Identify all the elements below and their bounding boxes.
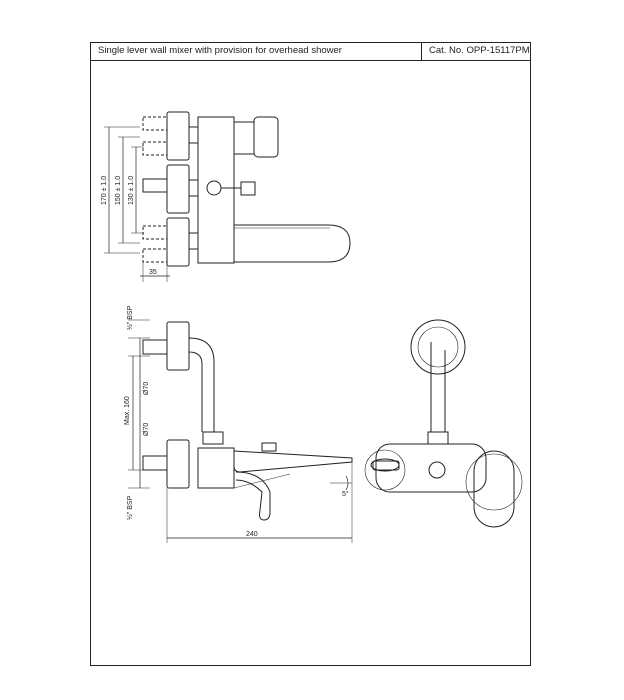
- angle-5-label: 5°: [342, 490, 349, 498]
- bsp-top-label: ½" BSP: [126, 305, 134, 330]
- dia70-bottom-label: Ø70: [143, 423, 150, 436]
- title-divider: [421, 43, 422, 60]
- side-view: ½" BSP Ø70 Max. 160 Ø70 ½" BSP 5° 240: [124, 305, 353, 543]
- title-block: Single lever wall mixer with provision f…: [91, 43, 530, 61]
- dim-240-label: 240: [246, 531, 258, 538]
- catalog-number: Cat. No. OPP-15117PM: [429, 45, 530, 56]
- dim-130-label: 130 ± 1.0: [128, 176, 135, 205]
- bsp-bottom-label: ½" BSP: [126, 495, 134, 520]
- drawing-title: Single lever wall mixer with provision f…: [98, 45, 342, 56]
- top-view: 170 ± 1.0 150 ± 1.0 130 ± 1.0: [101, 111, 351, 282]
- dia70-top-label: Ø70: [143, 382, 150, 395]
- max160-label: Max. 160: [124, 396, 131, 425]
- drawing-sheet: Single lever wall mixer with provision f…: [90, 42, 531, 666]
- front-view: [364, 319, 523, 528]
- dim-150-label: 150 ± 1.0: [115, 176, 122, 205]
- dim-35-label: 35: [149, 269, 157, 276]
- dim-170-label: 170 ± 1.0: [101, 176, 108, 205]
